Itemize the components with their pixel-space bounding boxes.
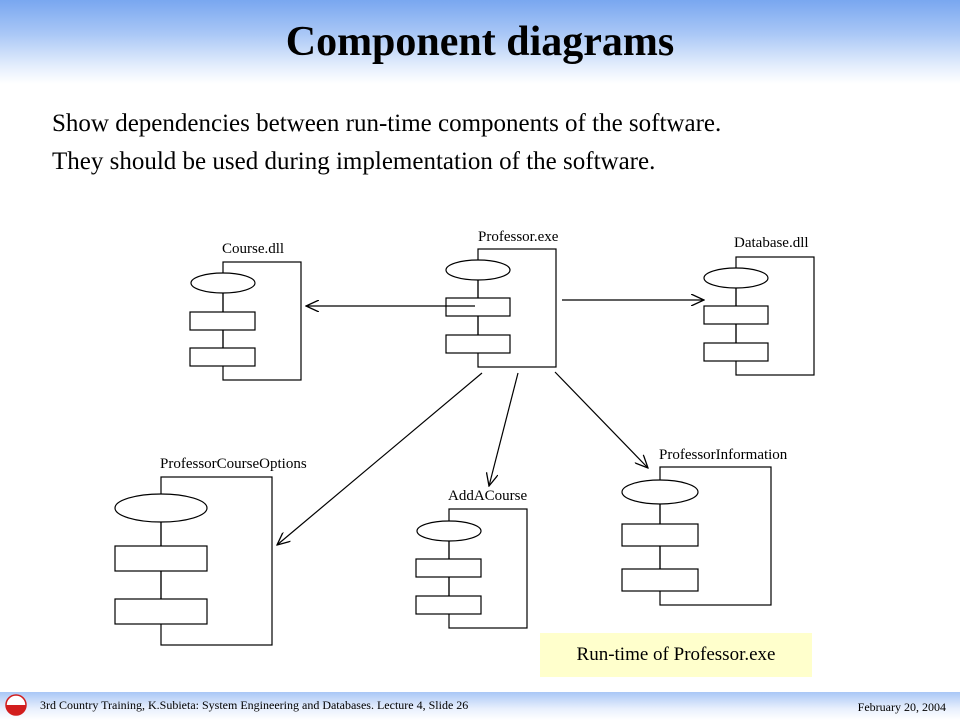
description-line-2: They should be used during implementatio…	[52, 148, 656, 175]
slide-title: Component diagrams	[285, 19, 675, 65]
dependency-arrow-professor-information	[554, 371, 648, 468]
runtime-caption: Run-time of Professor.exe	[540, 633, 812, 677]
component-professor-exe: Professor.exe	[445, 229, 559, 368]
dependency-arrow-professor-course-options	[277, 372, 483, 545]
component-professor-information: ProfessorInformation	[621, 447, 788, 606]
component-add-a-course: AddACourse	[415, 488, 528, 629]
header-band	[0, 0, 960, 84]
component-professor-course-options: ProfessorCourseOptions	[114, 456, 307, 646]
footer-date: February 20, 2004	[857, 700, 946, 714]
label-professor-exe: Professor.exe	[478, 229, 559, 245]
label-course-dll: Course.dll	[222, 241, 284, 257]
description-line-1: Show dependencies between run-time compo…	[52, 110, 722, 137]
footer-course-info: 3rd Country Training, K.Subieta: System …	[40, 698, 469, 712]
slide-description: Show dependencies between run-time compo…	[52, 105, 721, 181]
label-professor-course-options: ProfessorCourseOptions	[160, 456, 307, 472]
university-logo-icon	[5, 694, 27, 716]
component-database-dll: Database.dll	[703, 235, 815, 376]
label-add-a-course: AddACourse	[448, 488, 528, 504]
dependency-arrow-add-a-course	[489, 372, 519, 486]
label-database-dll: Database.dll	[734, 235, 809, 251]
footer-band	[0, 692, 960, 720]
component-course-dll: Course.dll	[189, 241, 302, 381]
label-professor-information: ProfessorInformation	[659, 447, 788, 463]
